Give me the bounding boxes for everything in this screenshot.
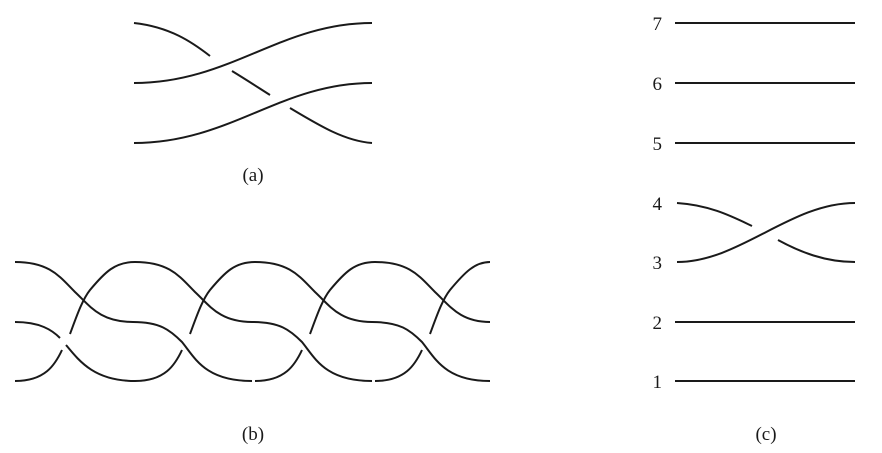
panel-b-strand-seg <box>374 261 491 323</box>
panel-b-strand-seg <box>189 261 256 335</box>
panel-b-strand-seg <box>309 261 376 335</box>
caption-a: (a) <box>242 165 263 186</box>
panel-c: 7 6 5 4 3 2 1 (c) <box>653 14 856 445</box>
panel-b-strand-seg <box>134 349 183 382</box>
panel-b-strand-seg <box>69 261 136 335</box>
panel-b-strand-seg <box>14 349 63 382</box>
panel-b-strand-seg <box>254 349 303 382</box>
level-label-3: 3 <box>653 253 663 274</box>
crossing-over-strand <box>676 202 856 263</box>
panel-a-strand-under-bottom <box>289 107 373 144</box>
panel-a-strand-lower-over <box>133 82 373 144</box>
caption-b: (b) <box>242 424 264 445</box>
crossing-under-strand-left <box>676 202 753 227</box>
level-label-1: 1 <box>653 372 663 393</box>
panel-b-strand-seg <box>254 261 491 382</box>
panel-a-strand-over <box>133 22 373 84</box>
level-label-7: 7 <box>653 14 663 35</box>
panel-b-strand-seg <box>374 349 423 382</box>
panel-b: (b) <box>14 261 491 445</box>
panel-b-strand-seg <box>14 321 61 339</box>
panel-a: (a) <box>133 22 373 186</box>
panel-b-strand-seg <box>429 261 491 335</box>
level-label-5: 5 <box>653 134 663 155</box>
panel-a-strand-under-middle <box>231 70 271 96</box>
panel-b-strand-seg <box>65 344 136 382</box>
panel-a-strand-under-top <box>133 22 211 57</box>
level-label-2: 2 <box>653 313 663 334</box>
level-label-4: 4 <box>653 194 663 215</box>
crossing-under-strand-right <box>777 239 856 263</box>
panel-b-strand-seg <box>134 261 373 382</box>
level-label-6: 6 <box>653 74 663 95</box>
caption-c: (c) <box>755 424 776 445</box>
panel-b-strand-seg <box>14 261 253 382</box>
